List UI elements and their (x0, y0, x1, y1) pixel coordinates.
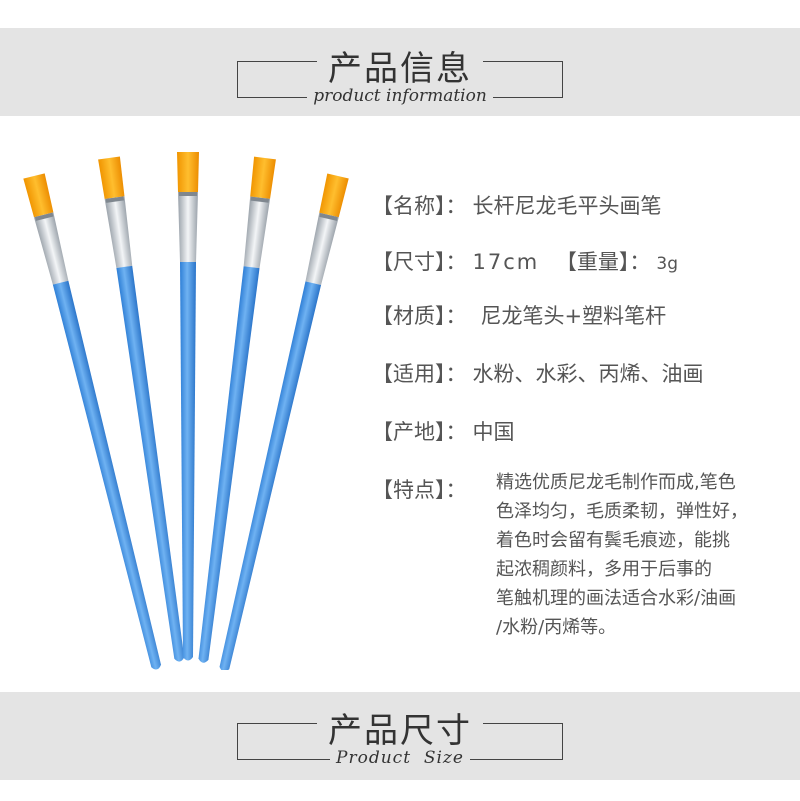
size-key: 【尺寸】： (372, 250, 467, 274)
weight-value: 3g (656, 254, 679, 274)
info-row-origin: 【产地】：中国 (372, 416, 515, 446)
name-key: 【名称】： (372, 194, 467, 218)
material-value: 尼龙笔头+塑料笔杆 (480, 304, 667, 328)
info-row-usage: 【适用】：水粉、水彩、丙烯、油画 (372, 358, 704, 388)
usage-key: 【适用】： (372, 362, 467, 386)
feature-line: 着色时会留有鬓毛痕迹，能挑 (496, 530, 730, 551)
usage-value: 水粉、水彩、丙烯、油画 (472, 362, 704, 386)
feature-key: 【特点】： (372, 478, 467, 502)
subtitle-text: Product Size (330, 748, 470, 768)
feature-line: 色泽均匀，毛质柔韧，弹性好， (496, 501, 748, 522)
feature-description: 精选优质尼龙毛制作而成,笔色 色泽均匀，毛质柔韧，弹性好， 着色时会留有鬓毛痕迹… (496, 468, 796, 642)
brush-3 (177, 152, 199, 661)
feature-line: 笔触机理的画法适合水彩/油画 (496, 588, 737, 609)
brush-2 (98, 156, 191, 664)
info-row-material: 【材质】： 尼龙笔头+塑料笔杆 (372, 300, 666, 330)
brush-4 (192, 156, 276, 665)
name-value: 长杆尼龙毛平头画笔 (472, 194, 662, 218)
info-row-name: 【名称】：长杆尼龙毛平头画笔 (372, 190, 662, 220)
section-title-product-info: 产品信息 (328, 49, 472, 89)
feature-line: 起浓稠颜料，多用于后事的 (496, 559, 712, 580)
weight-key: 【重量】： (555, 250, 651, 274)
feature-line: /水粉/丙烯等。 (496, 617, 617, 638)
material-key: 【材质】： (372, 304, 467, 328)
section-subtitle-product-info: product information (0, 86, 800, 106)
origin-key: 【产地】： (372, 420, 467, 444)
info-row-feature: 【特点】： (372, 474, 467, 504)
size-value: 17cm (472, 250, 540, 274)
section-title-product-size: 产品尺寸 (328, 711, 472, 751)
section-subtitle-product-size: Product Size (0, 748, 800, 768)
subtitle-text: product information (307, 86, 493, 106)
brushes-illustration (23, 152, 349, 670)
feature-line: 精选优质尼龙毛制作而成,笔色 (496, 472, 736, 493)
origin-value: 中国 (472, 420, 515, 444)
info-row-size: 【尺寸】：17cm 【重量】：3g (372, 246, 678, 276)
